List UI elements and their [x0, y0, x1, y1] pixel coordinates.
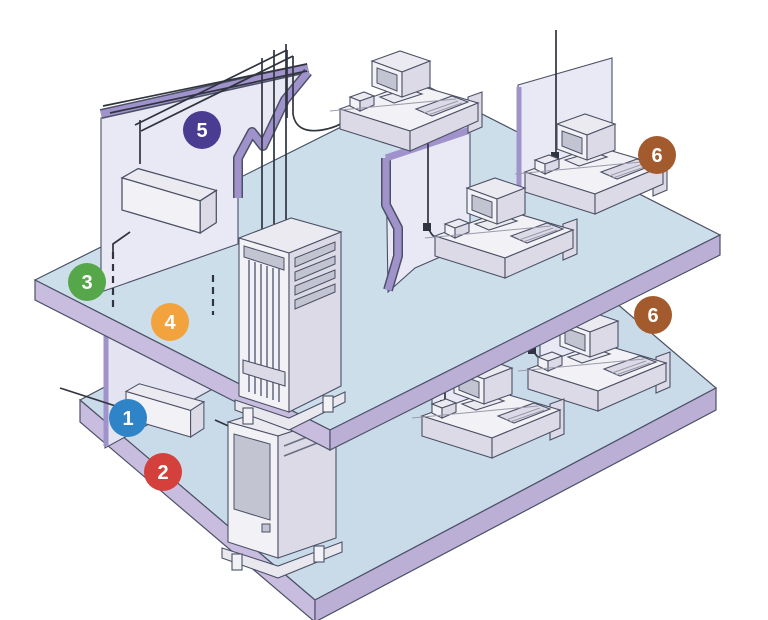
cable-duct-zigzag-left	[234, 69, 311, 198]
floor-distribution-rack	[234, 217, 346, 431]
marker-2-circle	[144, 453, 182, 491]
marker-5-circle	[183, 111, 221, 149]
upper-floor-cables	[102, 30, 576, 315]
marker-6-lower-circle	[634, 296, 672, 334]
marker-6-upper: 6	[638, 136, 676, 174]
marker-1: 1	[109, 399, 147, 437]
marker-3: 3	[68, 263, 106, 301]
marker-1-circle	[109, 399, 147, 437]
marker-5-label: 5	[196, 120, 207, 142]
marker-6-upper-circle	[638, 136, 676, 174]
marker-4-circle	[151, 303, 189, 341]
cable-duct-zigzag-right	[382, 158, 402, 291]
marker-3-circle	[68, 263, 106, 301]
marker-6-lower-label: 6	[647, 305, 658, 327]
marker-3-label: 3	[81, 272, 92, 294]
marker-4: 4	[151, 303, 189, 341]
marker-4-label: 4	[164, 312, 176, 334]
marker-1-label: 1	[122, 408, 133, 430]
marker-2-label: 2	[157, 462, 168, 484]
numbered-markers: 1 2 3 4 5 6 6	[68, 111, 676, 491]
marker-5: 5	[183, 111, 221, 149]
marker-6-lower: 6	[634, 296, 672, 334]
marker-6-upper-label: 6	[651, 145, 662, 167]
marker-2: 2	[144, 453, 182, 491]
